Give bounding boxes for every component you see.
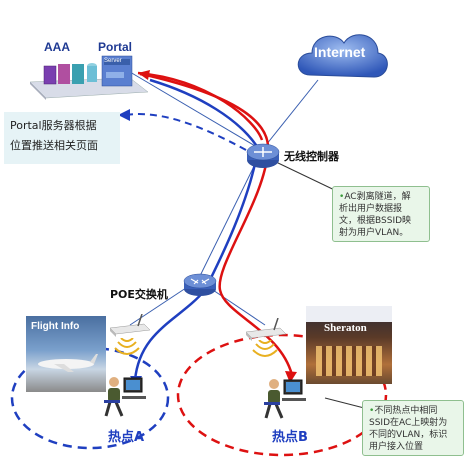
ssid-note-line4: 用户接入位置 xyxy=(369,442,424,452)
ssid-note-bullet: • xyxy=(369,406,375,416)
server-label: Server xyxy=(104,58,122,64)
airplane-icon xyxy=(38,354,98,372)
portal-label: Portal xyxy=(98,40,133,54)
aaa-label: AAA xyxy=(44,40,70,54)
ssid-note: •不同热点中相同 SSID在AC上映射为 不同的VLAN，标识 用户接入位置 xyxy=(362,400,464,456)
portal-note: Portal服务器根据 位置推送相关页面 xyxy=(4,112,120,164)
wireless-controller-label: 无线控制器 xyxy=(284,150,339,163)
sheraton-photo: Sheraton xyxy=(306,306,392,384)
red-path-to-portal xyxy=(137,71,264,141)
red-arrowhead-user xyxy=(285,371,297,383)
portal-push-dashed-arrow xyxy=(124,113,247,151)
user-workstation-a-icon xyxy=(104,377,146,417)
ssid-note-line2: SSID在AC上映射为 xyxy=(369,418,448,428)
poe-switch-icon xyxy=(183,273,217,296)
server-rack-icon xyxy=(30,55,149,100)
ac-note-line3: 文，根据BSSID映 xyxy=(339,216,412,226)
wifi-signal-b-icon xyxy=(252,340,278,357)
wifi-signal-a-icon xyxy=(114,338,140,355)
poe-switch-label: POE交换机 xyxy=(110,288,168,301)
flight-info-photo: Flight Info xyxy=(26,316,106,392)
sheraton-sky xyxy=(306,306,392,322)
red-traffic-path xyxy=(139,72,294,376)
link-server-controller xyxy=(129,71,263,151)
ac-note-line2: 析出用户数据报 xyxy=(339,204,403,214)
ssid-note-line3: 不同的VLAN，标识 xyxy=(369,430,448,440)
blue-traffic-path xyxy=(133,147,260,381)
access-point-b-icon xyxy=(245,318,287,341)
hotspot-a-label: 热点A xyxy=(108,430,145,445)
hotspot-b-label: 热点B xyxy=(272,430,308,445)
flight-info-label: Flight Info xyxy=(31,321,80,332)
push-arrowhead xyxy=(118,109,130,121)
wireless-controller-icon xyxy=(246,143,280,168)
portal-note-line2: 位置推送相关页面 xyxy=(10,139,98,152)
portal-note-line1: Portal服务器根据 xyxy=(10,119,97,132)
sheraton-lobby-windows xyxy=(316,346,382,376)
ac-note-bullet: • xyxy=(339,192,345,202)
ssid-note-line1: 不同热点中相同 xyxy=(374,406,438,416)
link-controller-switch xyxy=(197,149,263,281)
ac-note: •AC剥离隧道，解 析出用户数据报 文，根据BSSID映 射为用户VLAN。 xyxy=(332,186,430,242)
access-point-a-icon xyxy=(109,314,151,337)
sheraton-label: Sheraton xyxy=(324,322,367,334)
blue-path-to-server xyxy=(149,78,260,149)
internet-cloud-icon xyxy=(297,34,388,78)
hotspot-b-area xyxy=(176,333,388,457)
user-workstation-b-icon xyxy=(264,379,306,419)
link-controller-internet xyxy=(261,79,319,151)
ac-note-line1: AC剥离隧道，解 xyxy=(344,192,411,202)
ac-note-line4: 射为用户VLAN。 xyxy=(339,228,409,238)
internet-label: Internet xyxy=(314,44,366,60)
